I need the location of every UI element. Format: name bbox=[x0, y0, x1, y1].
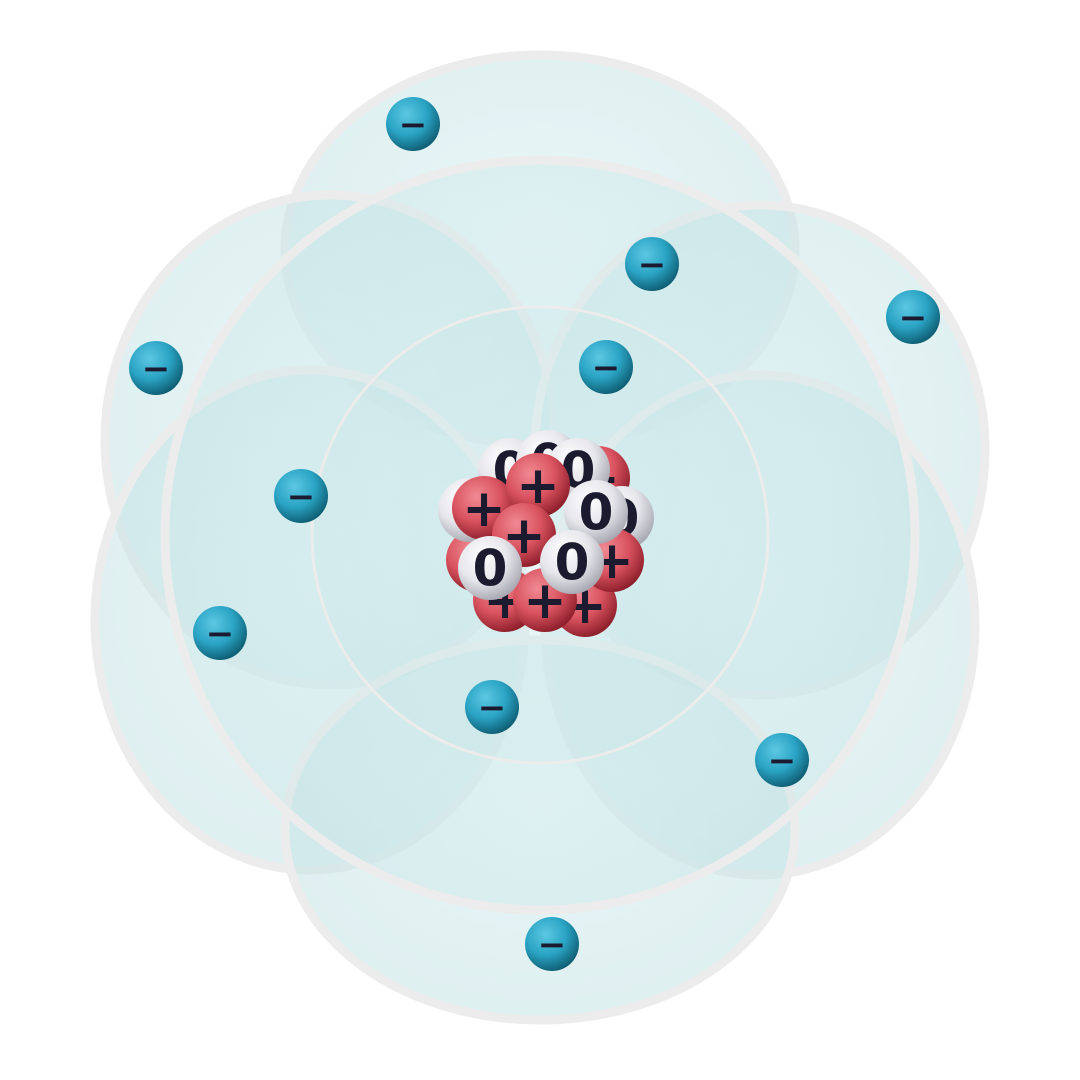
electron-icon: − bbox=[755, 733, 809, 787]
electron-icon: − bbox=[579, 340, 633, 394]
electron-icon-sphere bbox=[755, 733, 809, 787]
proton-icon: + bbox=[513, 568, 577, 632]
proton-icon-sphere bbox=[506, 453, 570, 517]
electron-icon: − bbox=[525, 917, 579, 971]
electron-icon-sphere bbox=[386, 97, 440, 151]
electron-icon-symbol: − bbox=[768, 741, 797, 781]
electron-icon-sphere bbox=[579, 340, 633, 394]
electron-icon-symbol: − bbox=[540, 429, 541, 431]
electron-icon-symbol: − bbox=[538, 925, 567, 965]
electron-icon-sphere bbox=[129, 341, 183, 395]
electron-icon-symbol: − bbox=[399, 105, 428, 145]
electron-icon-sphere bbox=[465, 680, 519, 734]
neutron-icon: 0 bbox=[458, 536, 522, 600]
neutron-icon: 0 bbox=[564, 480, 628, 544]
neutron-icon-symbol: 0 bbox=[555, 534, 590, 592]
neutron-icon-symbol: 0 bbox=[473, 540, 508, 598]
electron-icon-symbol: − bbox=[638, 245, 667, 285]
electron-icon: − bbox=[625, 237, 679, 291]
neutron-icon-sphere bbox=[458, 536, 522, 600]
electrons: − − − − − − − − − − − bbox=[129, 97, 940, 971]
neutron-icon-sphere bbox=[564, 480, 628, 544]
electron-icon-sphere bbox=[193, 606, 247, 660]
electron-icon-symbol: − bbox=[206, 614, 235, 654]
neutron-icon-symbol: 0 bbox=[579, 484, 614, 542]
electron-icon: − bbox=[465, 680, 519, 734]
electron-icon-symbol: − bbox=[142, 349, 171, 389]
electron-icon: − bbox=[540, 429, 541, 431]
electron-icon: − bbox=[129, 341, 183, 395]
electron-icon-sphere bbox=[525, 917, 579, 971]
electron-icon-symbol: − bbox=[478, 688, 507, 728]
electron-icon-symbol: − bbox=[899, 298, 928, 338]
electron-icon: − bbox=[193, 606, 247, 660]
electron-icon-sphere bbox=[274, 469, 328, 523]
electron-icon-sphere bbox=[625, 237, 679, 291]
electron-icon: − bbox=[386, 97, 440, 151]
electron-icon-symbol: − bbox=[592, 348, 621, 388]
neutron-icon-sphere bbox=[540, 530, 604, 594]
proton-icon: + bbox=[506, 453, 570, 517]
neutron-icon: 0 bbox=[540, 530, 604, 594]
electron-icon-symbol: − bbox=[287, 477, 316, 517]
nucleus: +000+0+++++00++00 bbox=[438, 430, 654, 637]
electron-icon: − bbox=[886, 290, 940, 344]
electron-icon: − bbox=[274, 469, 328, 523]
electron-icon-sphere bbox=[886, 290, 940, 344]
